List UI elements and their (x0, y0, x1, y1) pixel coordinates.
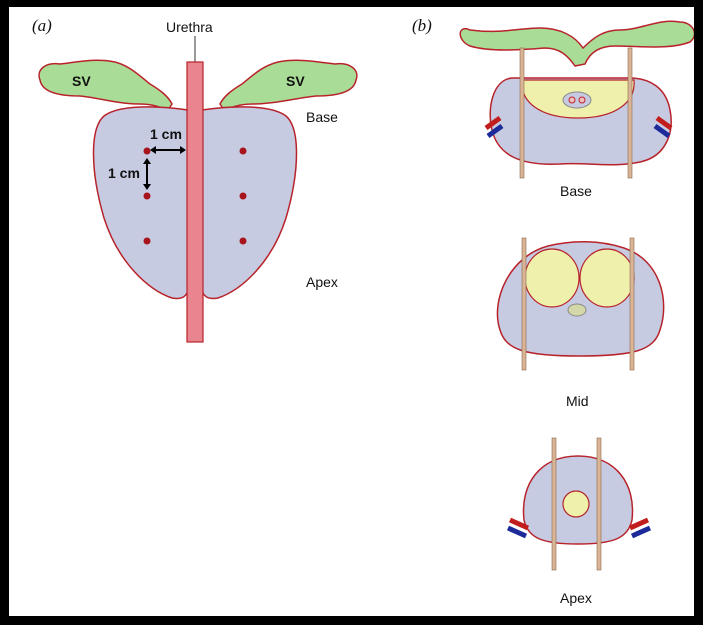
transition-zone-left (525, 249, 579, 307)
seminal-vesicles-cross (460, 21, 694, 66)
base-cross-section (460, 21, 694, 178)
seminal-vesicle-left (39, 60, 172, 110)
urethra (187, 62, 203, 342)
apex-cross-section (508, 438, 650, 570)
panel-b-label: (b) (412, 16, 432, 35)
transition-zone-right (580, 249, 634, 307)
biopsy-dot (240, 148, 247, 155)
base-label-b: Base (560, 183, 592, 199)
panel-a-label: (a) (32, 16, 52, 35)
urethra-apex (563, 491, 589, 517)
sv-left-label: SV (72, 73, 91, 89)
dimension-vertical-label: 1 cm (108, 165, 140, 181)
biopsy-needle (628, 48, 632, 178)
biopsy-dot (240, 238, 247, 245)
urethra-label: Urethra (166, 19, 213, 35)
biopsy-dot (240, 193, 247, 200)
prostate-right-lobe (202, 107, 297, 299)
mid-cross-section (497, 238, 663, 370)
biopsy-dot (144, 238, 151, 245)
biopsy-needle (597, 438, 601, 570)
apex-label-a: Apex (306, 274, 338, 290)
biopsy-dot (144, 193, 151, 200)
urethra-mid (568, 304, 586, 316)
dimension-horizontal-label: 1 cm (150, 126, 182, 142)
biopsy-needle (552, 438, 556, 570)
ejaculatory-ducts (563, 92, 591, 108)
biopsy-needle (522, 238, 526, 370)
biopsy-dot (144, 148, 151, 155)
prostate-biopsy-diagram: (a) Urethra SV SV 1 cm 1 cm Base Apex (9, 7, 694, 616)
biopsy-needle (520, 48, 524, 178)
base-label-a: Base (306, 109, 338, 125)
mid-label-b: Mid (566, 393, 589, 409)
biopsy-needle (630, 238, 634, 370)
sv-right-label: SV (286, 73, 305, 89)
figure-panel: (a) Urethra SV SV 1 cm 1 cm Base Apex (9, 7, 694, 616)
apex-label-b: Apex (560, 590, 592, 606)
